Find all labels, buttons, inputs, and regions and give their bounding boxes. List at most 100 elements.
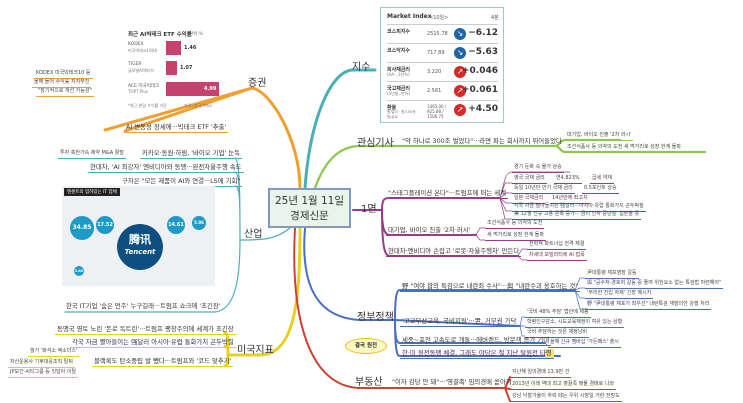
policy-sub[interactable]: 세종~포천 고속도로 개통···에버랜드, 방문객 증가 기대	[400, 336, 552, 346]
front-leaf[interactable]: 새 먹거리로 성장 한계 돌파	[485, 232, 546, 241]
tencent-logo-en: Tencent	[124, 248, 156, 256]
stocks-main[interactable]: AI 변동성 장세에···빅테크 ETF '추출'	[124, 123, 229, 133]
interest-leaf[interactable]: 대기업, 바이오 진출 '2차 러시'	[565, 132, 634, 141]
tencent-logo-cn: 腾讯	[129, 233, 151, 246]
market-index-date: <10일>	[429, 15, 449, 21]
front-leaf[interactable]: 경기 둔화 속 물가 상승	[512, 164, 564, 173]
branch-policy-leaves	[519, 277, 586, 347]
center-title: 경제신문	[290, 210, 329, 222]
us-note[interactable]: JP모간·씨티그룹 등 잇달아 이탈	[8, 369, 79, 378]
industry-item[interactable]: 현대차, 'AI 최강자' 엔비디아와 동맹···완전자율주행 속도	[88, 163, 244, 173]
us-item[interactable]: 각국 자금 빨아들이는 强달러 아시아·유럽 통화가치 곤두박질	[70, 338, 236, 348]
branch-index	[303, 68, 377, 190]
row-name: 코스닥지수	[387, 48, 411, 54]
front-leaf[interactable]: 美 12월 신규 고용 큰폭 증가···'금리 인하 중단설' 힘받을 듯	[512, 211, 642, 220]
row-value: 1465.00 / 925.88 / 1506.75	[427, 104, 447, 119]
us-note[interactable]: 자산운용사 기후대응조직 탈퇴	[8, 359, 75, 368]
front-leaf[interactable]: 조선식품사 등 의약의 도전	[485, 220, 545, 229]
front-sub[interactable]: 현대차·엔비디아 손잡고 '로봇·자율주행차' 만든다	[386, 247, 522, 257]
us-note[interactable]: 월가 '화석소 엑소더스'	[28, 348, 80, 357]
etf-source: 자료: 한국거래소	[184, 103, 213, 108]
front-leaf[interactable]: 독일 10년만 만기 국채 금리	[512, 185, 575, 194]
industry-item[interactable]: 카카오·동원·하림, '바이오 기업' 눈독	[140, 149, 243, 159]
us-item[interactable]: 동맹국 영토 노린 '돈로 독트린'···트럼프 팽창주의에 세계가 초긴장	[55, 325, 236, 335]
policy-sub[interactable]: 野 "여야 합의 특검으로 내란죄 수사"···與 "내란수괴 옹호하는 것"	[400, 282, 581, 292]
industry-note[interactable]: 투자 축한가속 제약 M&A 활발	[58, 150, 126, 159]
row-change: +4.50	[468, 104, 498, 114]
front-leaf[interactable]: 14년만에 최고치	[550, 195, 590, 204]
branch-label-front[interactable]: 1면	[361, 204, 377, 215]
policy-leaf[interactable]: 학령인구감소, 시도교육재정이 여유 있는 상황	[525, 319, 625, 328]
branch-interest	[313, 138, 707, 190]
row-change: −6.12	[468, 28, 498, 38]
row-change: +0.046	[461, 66, 498, 76]
row-value: 2515.78	[427, 31, 448, 37]
arrow-up-icon: ↗	[454, 66, 466, 78]
tencent-title: 텐센트의 엄허있는 IT 업체	[64, 188, 120, 196]
stocks-note[interactable]: 올해 들어 수익률 지지부진	[32, 79, 92, 88]
branch-front	[352, 197, 519, 257]
stake-circle: 5.96	[192, 216, 206, 230]
realestate-leaf[interactable]: 지난해 임의경매 13.9만 건	[510, 369, 572, 378]
realestate-leaf[interactable]: 강남 낙찰가율이 하락 때는 우위 시장일 거란 전망도	[510, 393, 622, 402]
front-leaf[interactable]: 차세대 모빌리티에 AI 접목	[527, 252, 587, 261]
etf-item-name: KODEX	[128, 42, 144, 47]
branch-label-us[interactable]: 미국지표	[237, 345, 274, 356]
stocks-note[interactable]: KODEX 미국빅테크10 등	[34, 70, 93, 79]
policy-sub[interactable]: '고교무상교육, 국비지원'···尹, 거부권 가닥	[400, 317, 519, 327]
front-leaf[interactable]: 영국 국채 금리	[512, 175, 547, 184]
front-leaf[interactable]: 각국 자금 빨아들이는 强달러···아시아·유럽 통화가치 곤두박질	[512, 203, 646, 212]
policy-leaf[interactable]: 野 "尹대통령 체포가 최우선" 내란특검 재발의안 강행 처리	[585, 301, 712, 310]
branch-label-industry[interactable]: 산업	[244, 229, 263, 240]
branch-label-index[interactable]: 지수	[352, 62, 371, 73]
etf-bar	[166, 61, 177, 75]
front-leaf[interactable]: 급세 약재	[590, 175, 614, 184]
front-leaf[interactable]: 연4.823%	[554, 175, 582, 184]
front-leaf[interactable]: 일본 국채금리	[512, 195, 546, 204]
interest-main[interactable]: "약 하나로 300조 벌었다"···라면 파는 회사까지 뛰어들었다	[402, 137, 562, 145]
row-name: 코스피지수	[387, 29, 411, 35]
branch-label-stocks[interactable]: 증권	[248, 78, 267, 89]
front-sub[interactable]: 대기업, 바이오 진출 '2차 러시'	[386, 226, 473, 236]
etf-item-name: TIGER	[128, 62, 142, 67]
policy-leaf[interactable]: 與 "공수처·경호처 갈등 중 줄여 위헌요소 없는 특검법 마련해야"	[585, 280, 724, 289]
row-name: 회사채금리	[387, 67, 411, 73]
arrow-down-icon: ↘	[454, 47, 466, 59]
front-leaf[interactable]: 전략적 파트너십 전격 체결	[527, 241, 587, 250]
realestate-leaf[interactable]: 2013년 이래 역대 최고 영끌족 매물 경매로 나와	[510, 381, 617, 390]
realestate-main[interactable]: "이자 감당 안 돼"···'영끌족' 임의경매 쏟아져	[392, 378, 512, 386]
front-leaf[interactable]: 0.5포인트 상승	[582, 185, 619, 194]
branch-policy	[303, 227, 576, 357]
row-change: −5.63	[468, 47, 498, 57]
policy-badge[interactable]: 결국 원전	[345, 338, 387, 354]
policy-leaf[interactable]: '무리한 진입 자제' 긴장 메시지	[585, 290, 654, 299]
us-item[interactable]: 블랙록도 탄소중립 발 뺐다···트럼프와 '코드 맞추기'	[92, 357, 234, 367]
row-sub: (AA-, 3년%)	[387, 72, 410, 77]
stocks-note[interactable]: "장기적으로 개선 가능성"	[36, 88, 94, 97]
policy-leaf[interactable]: 올해 신규 멤버십 '가든패스' 출시	[548, 339, 621, 348]
row-name: 환율	[387, 105, 397, 111]
tencent-infographic: 텐센트의 엄허있는 IT 업체 腾讯 Tencent 34.85 17.52 1…	[62, 186, 215, 286]
branch-label-policy[interactable]: 정부정책	[357, 312, 394, 323]
etf-item-sub: 미국빅테크10(H)	[128, 48, 158, 53]
branch-stocks	[103, 86, 302, 190]
market-index-title: Market Index	[387, 13, 432, 20]
policy-leaf[interactable]: 尹대통령 체포영장 갈등	[585, 270, 639, 279]
etf-value: 1.07	[180, 65, 193, 71]
policy-leaf[interactable]: '국비 48% 추담' 법안에 제동	[525, 309, 591, 318]
row-value: 717.89	[427, 50, 445, 56]
row-value: 3.220	[427, 69, 442, 75]
market-index-table: Market Index <10일> 4분 코스피지수 2515.78 ↘ −6…	[380, 7, 504, 123]
branch-label-realestate[interactable]: 부동산	[355, 377, 383, 388]
interest-leaf[interactable]: 조선식품사 등 의약의 도전 새 먹거리로 성장 한계 돌파	[565, 144, 683, 153]
front-sub[interactable]: "스태그플레이션 온다"···트럼프에 떠는 세계	[386, 189, 509, 199]
arrow-down-icon: ↘	[454, 28, 466, 40]
etf-value: 4.99	[204, 86, 217, 92]
row-sub: (3년물, 연%)	[387, 91, 411, 96]
policy-leaf[interactable]: 국비 추담하는 것은 재정낭비	[525, 329, 589, 338]
industry-item[interactable]: 한국 IT기업 '숨은 먼주' 누구길래···트럼프 쇼크에 '초긴장'	[66, 302, 221, 310]
central-topic[interactable]: 25년 1월 11일 경제신문	[268, 188, 351, 228]
branch-label-interest[interactable]: 관심기사	[357, 138, 394, 149]
policy-sub[interactable]: 한·미 원전동맹 체결, 그래도 야당은 철 지난 탈원전 타령	[400, 349, 554, 359]
